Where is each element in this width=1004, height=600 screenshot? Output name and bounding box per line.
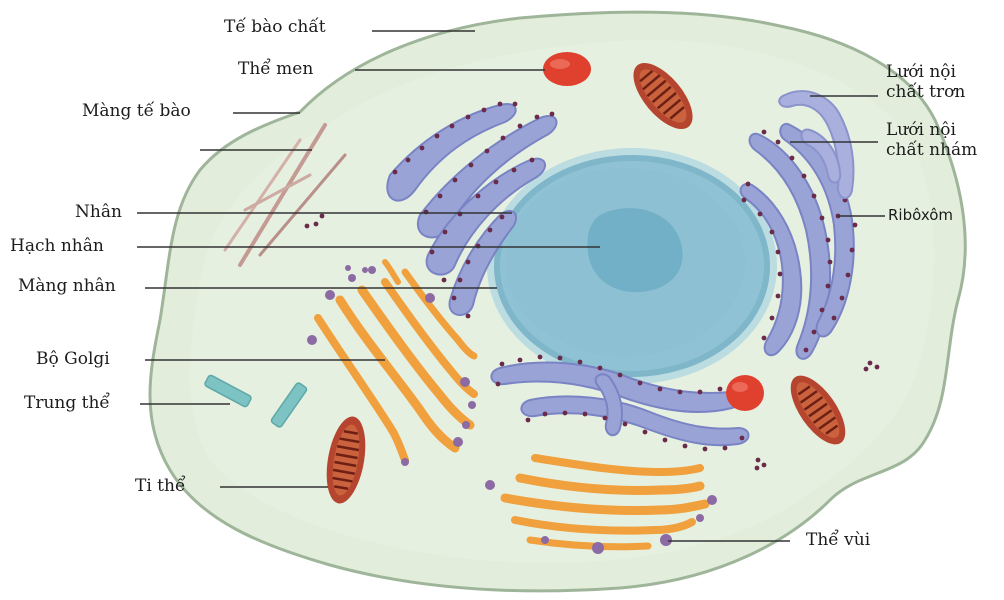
label-smooth-er-line1: Lưới nội xyxy=(886,62,965,82)
label-mitochondria: Ti thể xyxy=(135,476,185,496)
label-nucleus: Nhân xyxy=(75,202,122,222)
label-nucleolus: Hạch nhân xyxy=(10,236,104,256)
label-cytoplasm: Tế bào chất xyxy=(224,17,326,37)
label-golgi: Bộ Golgi xyxy=(36,349,110,369)
label-rough-er-line1: Lưới nội xyxy=(886,120,977,140)
label-rough-er-line2: chất nhám xyxy=(886,140,977,160)
label-vesicle: Thể vùi xyxy=(806,530,870,550)
label-centrosome: Trung thể xyxy=(24,393,110,413)
label-lysosome: Thể men xyxy=(238,59,313,79)
label-ribosome: Ribôxôm xyxy=(888,206,953,224)
label-cell-membrane: Màng tế bào xyxy=(82,101,191,121)
label-nuclear-membrane: Màng nhân xyxy=(18,276,116,296)
label-rough-er: Lưới nội chất nhám xyxy=(886,120,977,161)
nucleus xyxy=(487,148,777,384)
label-smooth-er: Lưới nội chất trơn xyxy=(886,62,965,103)
label-smooth-er-line2: chất trơn xyxy=(886,82,965,102)
